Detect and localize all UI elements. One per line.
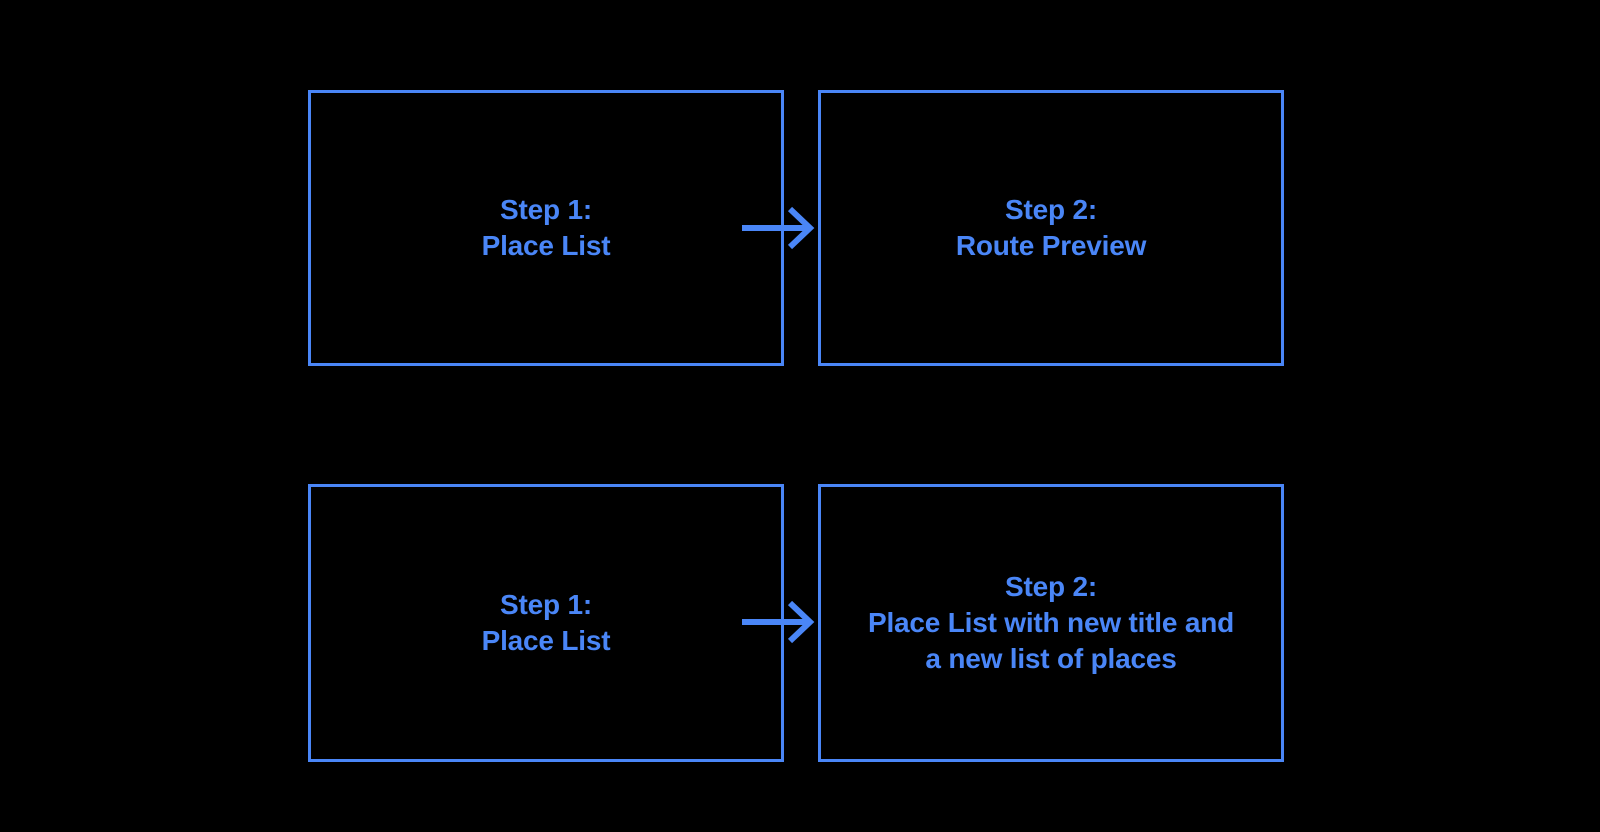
flow-1-step-2-box[interactable]: Step 2: Route Preview — [818, 90, 1284, 366]
flow-1-step-1-box[interactable]: Step 1: Place List — [308, 90, 784, 366]
flow-2-step-2-label: Step 2: Place List with new title and a … — [867, 571, 1235, 674]
flow-row-1: Step 1: Place List Step 2: Route Preview — [0, 88, 1600, 366]
flow-2-step-2-box[interactable]: Step 2: Place List with new title and a … — [818, 484, 1284, 762]
flow-1-step-2-label: Step 2: Route Preview — [955, 194, 1147, 261]
flow-row-2: Step 1: Place List Step 2: Place List wi… — [0, 472, 1600, 764]
flow-2-step-1-label: Step 1: Place List — [481, 589, 611, 656]
flow-1-step-1-label: Step 1: Place List — [481, 194, 611, 261]
flow-2-step-1-box[interactable]: Step 1: Place List — [308, 484, 784, 762]
